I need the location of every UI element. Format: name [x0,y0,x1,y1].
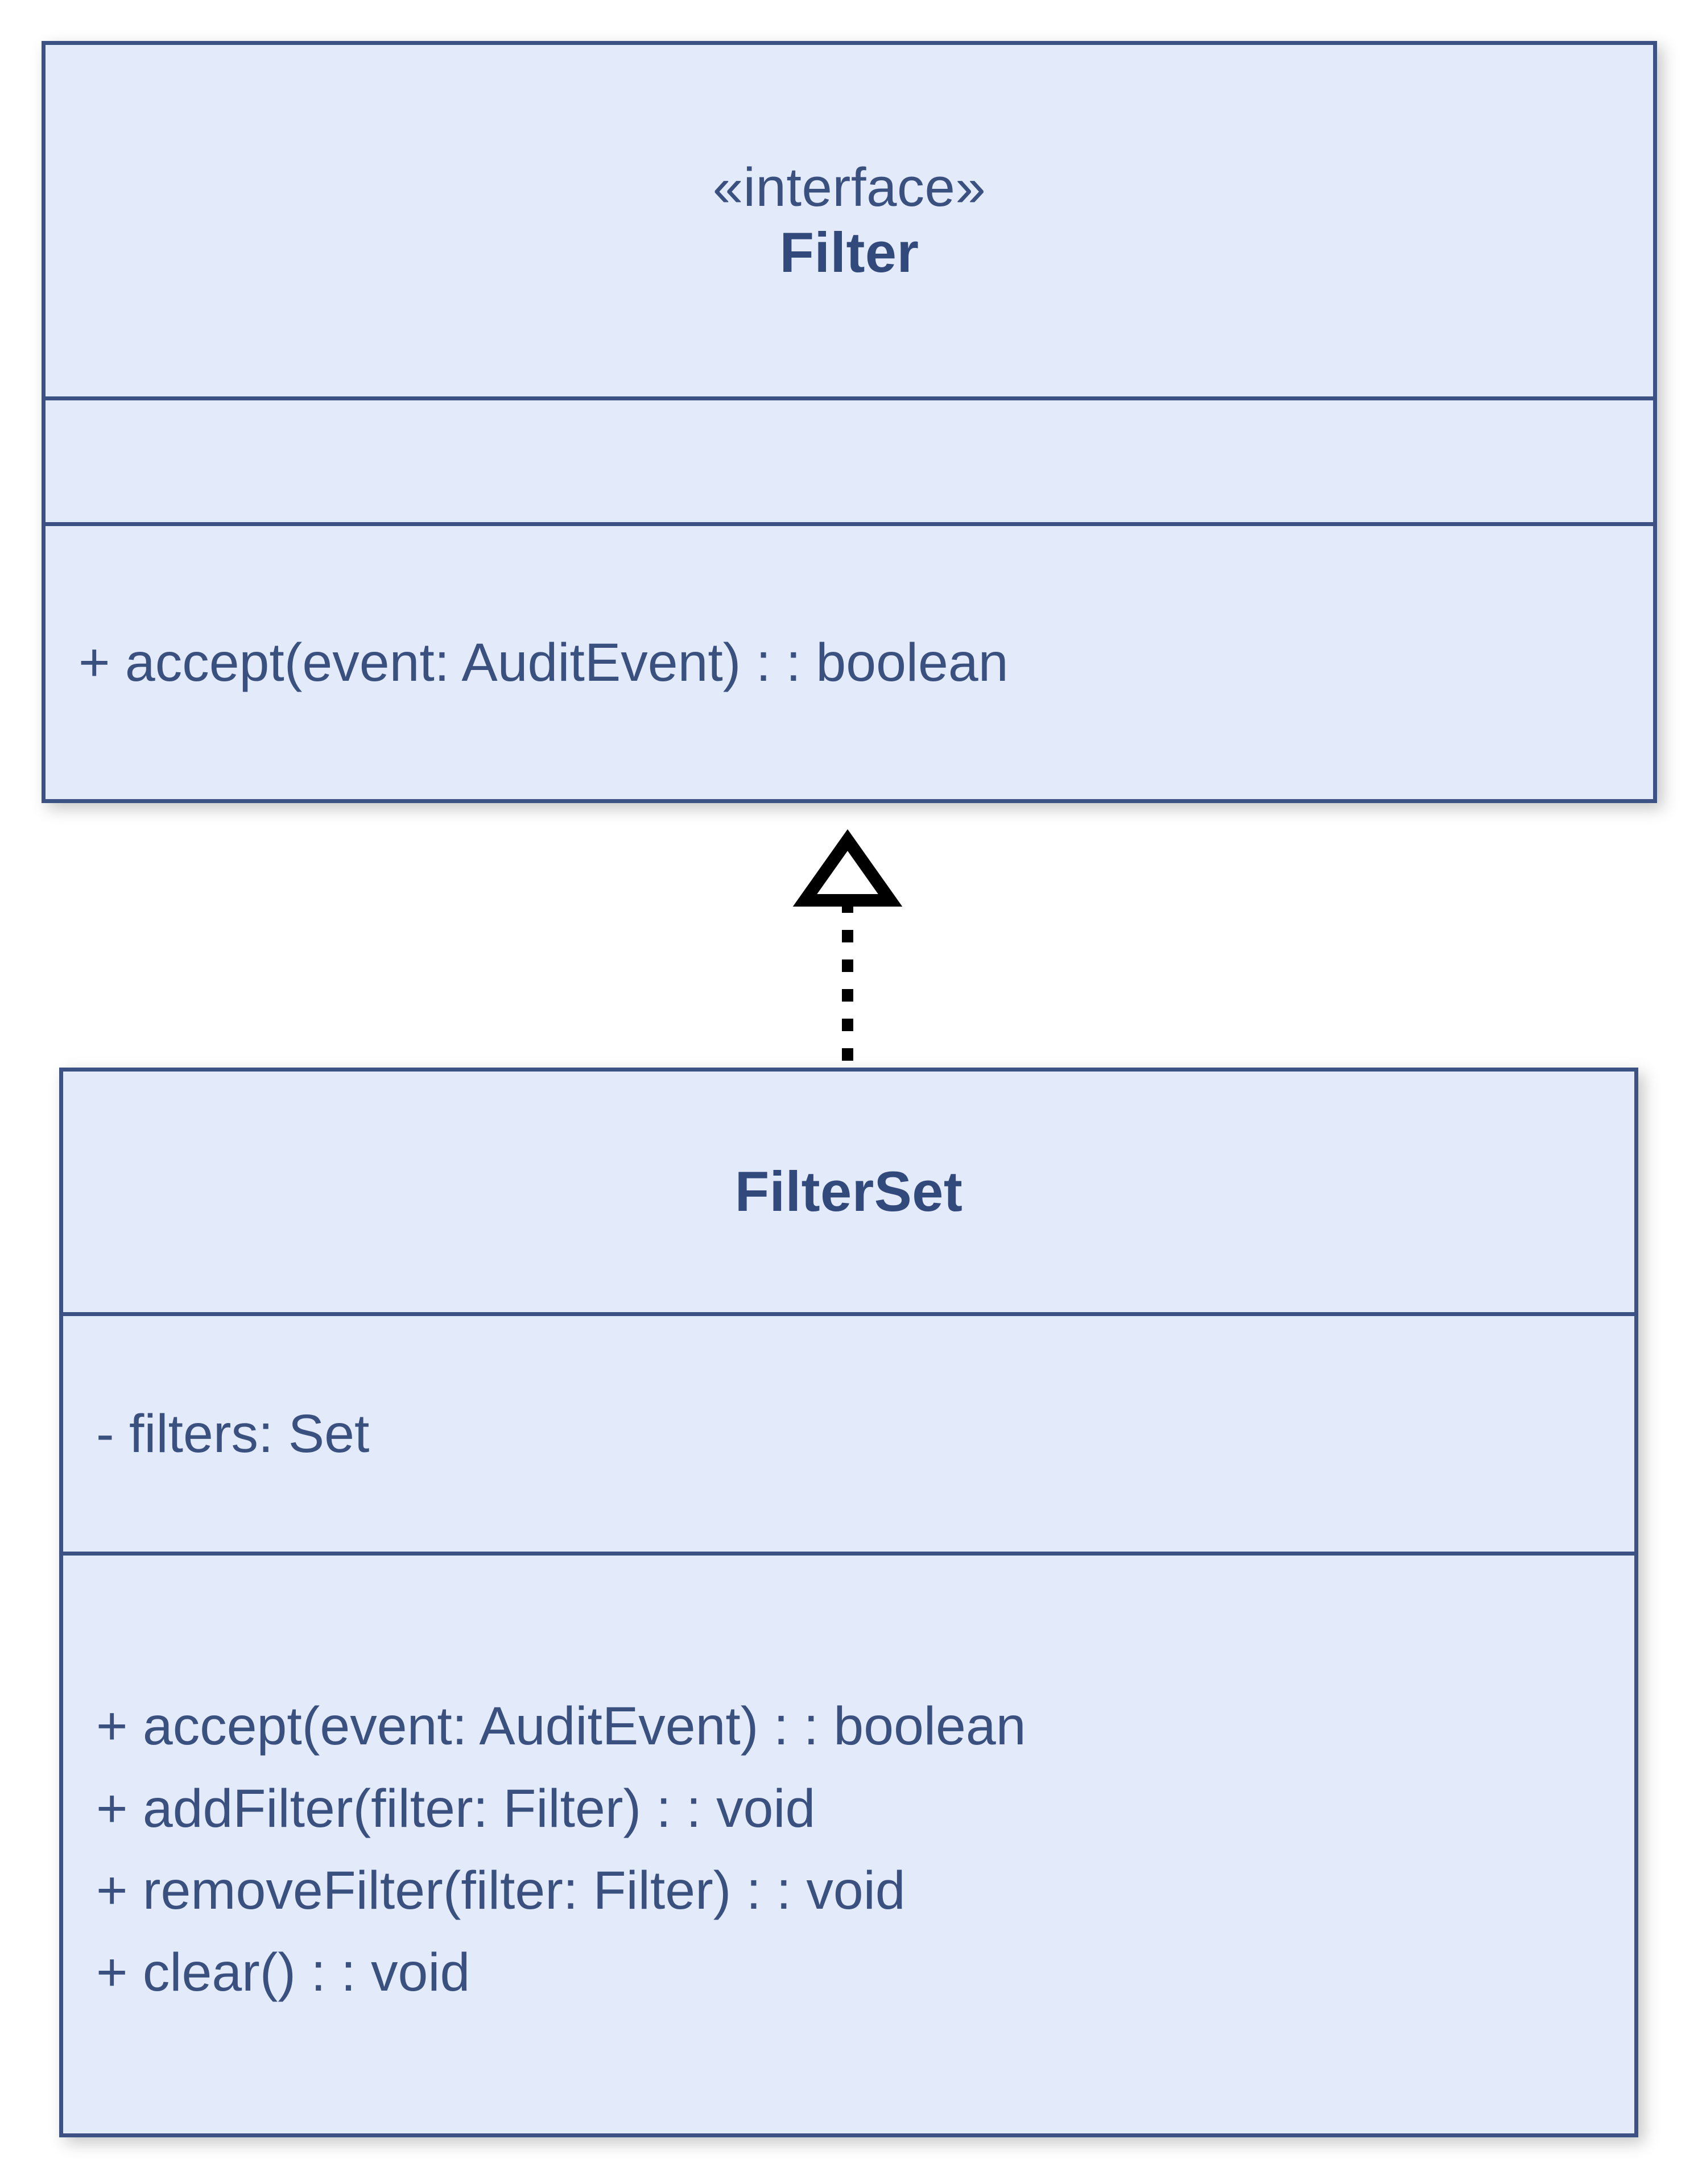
operation-row: + clear() : : void [96,1942,470,2003]
realization-connector-filterset-to-filter [792,829,903,1070]
class-header-filter: «interface» Filter [46,45,1653,396]
operations-compartment-filter: + accept(event: AuditEvent) : : boolean [46,522,1653,799]
class-stereotype: «interface» [712,156,986,218]
attribute-row: - filters: Set [96,1403,370,1464]
operation-row: + accept(event: AuditEvent) : : boolean [79,632,1009,693]
uml-class-filter[interactable]: «interface» Filter + accept(event: Audit… [42,41,1657,803]
class-header-filterset: FilterSet [63,1072,1634,1312]
operation-row: + addFilter(filter: Filter) : : void [96,1778,816,1839]
class-name-filterset: FilterSet [734,1160,963,1223]
operation-row: + accept(event: AuditEvent) : : boolean [96,1696,1026,1757]
operation-row: + removeFilter(filter: Filter) : : void [96,1860,906,1921]
operations-compartment-filterset: + accept(event: AuditEvent) : : boolean … [63,1552,1634,2133]
attributes-compartment-filter [46,396,1653,522]
class-name-filter: Filter [779,221,919,284]
attributes-compartment-filterset: - filters: Set [63,1312,1634,1552]
uml-class-filterset[interactable]: FilterSet - filters: Set + accept(event:… [59,1068,1638,2137]
hollow-triangle-arrowhead-icon [792,829,903,907]
